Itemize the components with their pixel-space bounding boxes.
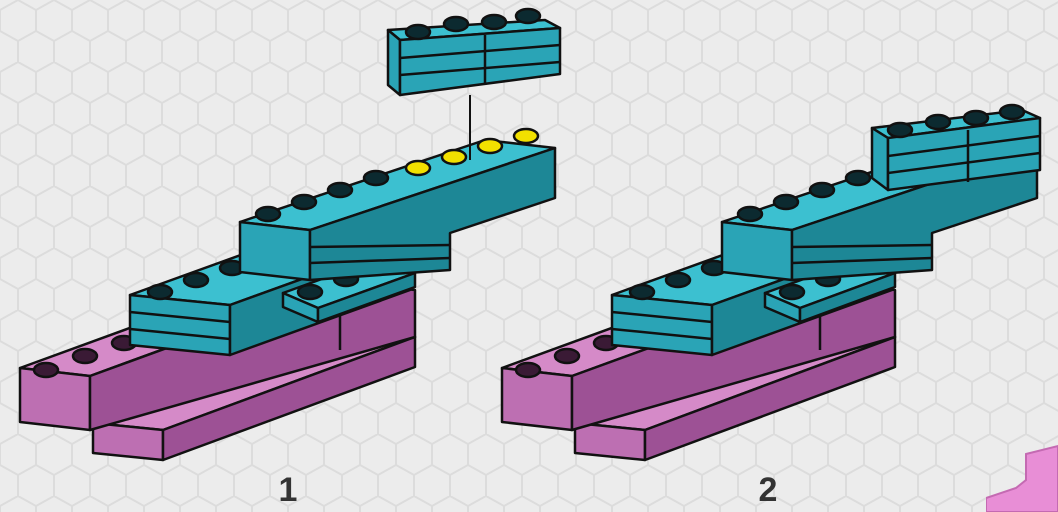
teal-plate-small-side-2: [798, 271, 897, 324]
teal-plate-small-side: [316, 271, 417, 324]
step-number-2: 2: [758, 471, 778, 509]
placed-brick-front: [870, 126, 890, 192]
floating-brick-side: [398, 26, 562, 97]
step-number-1: 1: [278, 471, 298, 509]
placed-brick-studs: [886, 103, 1026, 139]
magenta-brick-top-front-2: [500, 366, 574, 432]
magenta-brick-bottom-front-2: [573, 421, 647, 462]
floating-brick-studs: [404, 7, 542, 41]
highlighted-studs: [404, 127, 540, 177]
teal-brick-middle-front-2: [610, 293, 714, 357]
teal-studs-upper-2: [736, 169, 872, 223]
magenta-brick-bottom-side-2: [643, 335, 897, 462]
magenta-brick-bottom-side: [161, 335, 417, 462]
corner-brick-icon: [986, 444, 1058, 512]
teal-studs-upper: [254, 169, 390, 223]
teal-brick-long-front-2: [720, 220, 794, 282]
